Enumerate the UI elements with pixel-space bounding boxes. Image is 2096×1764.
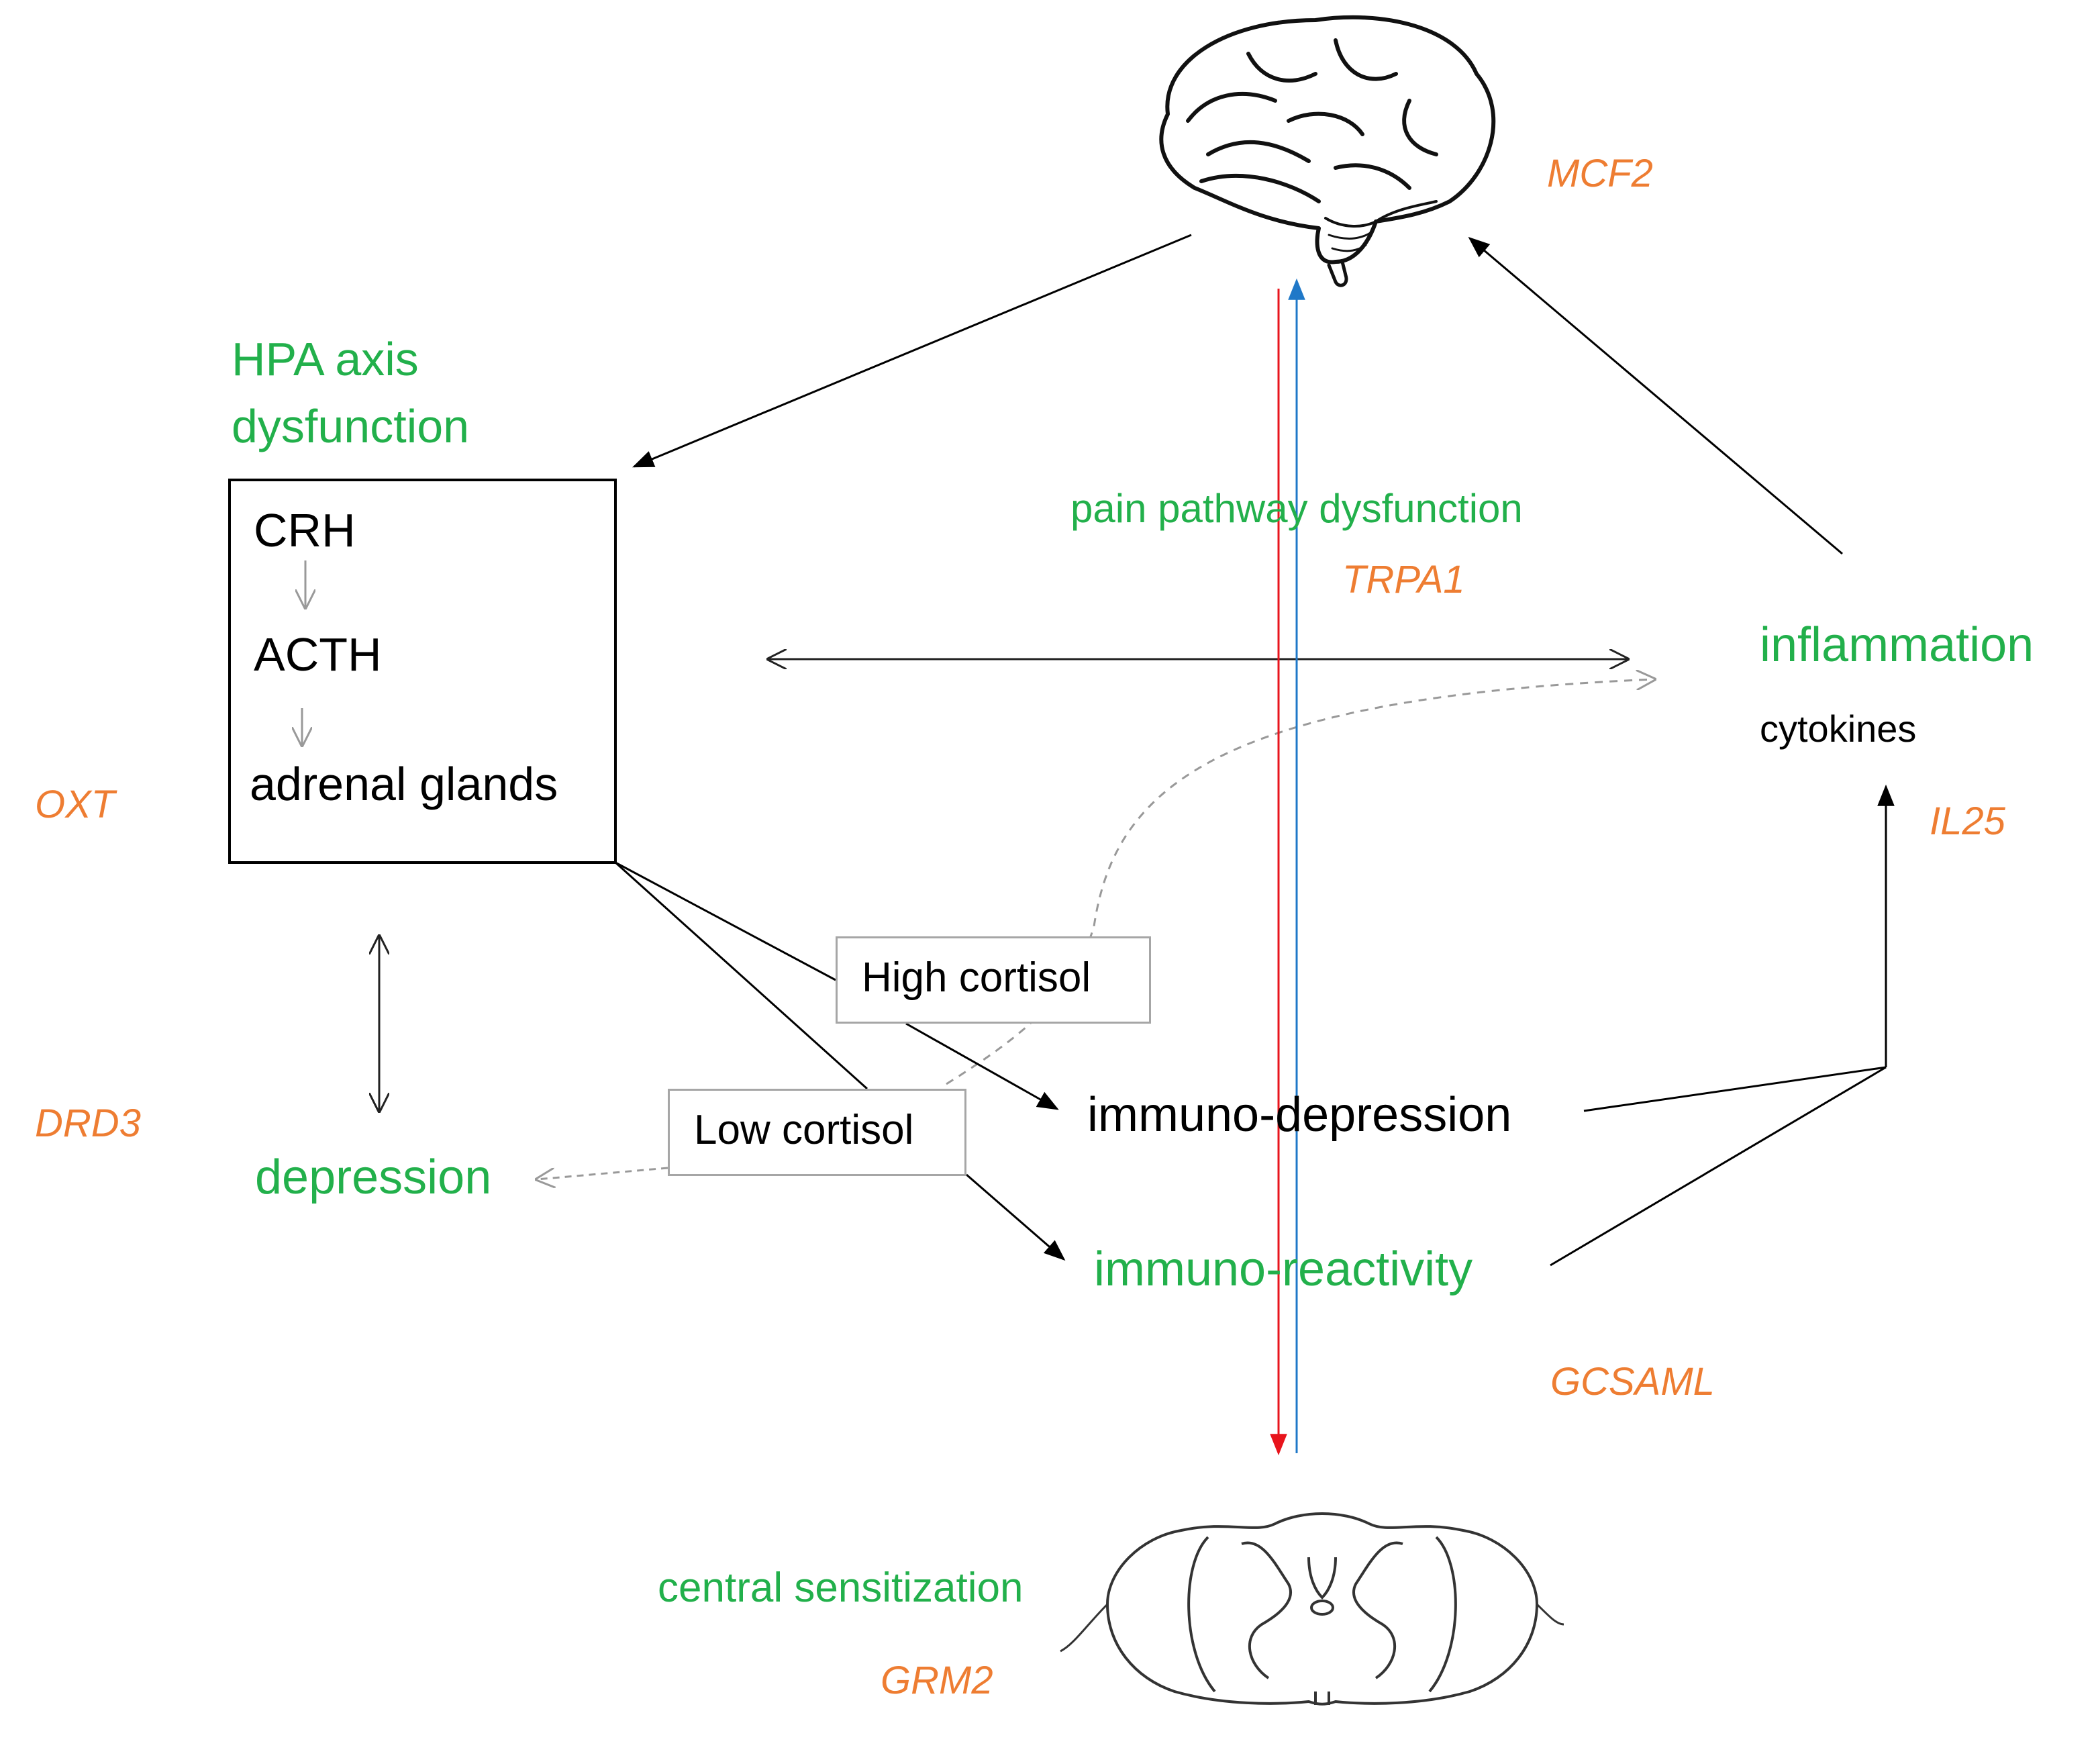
cytokines-label: cytokines bbox=[1760, 707, 1917, 750]
central-sensitization-label: central sensitization bbox=[658, 1565, 1024, 1611]
depression-label: depression bbox=[255, 1150, 492, 1204]
low-cortisol-to-depression-dashed-arrow bbox=[537, 1167, 668, 1179]
adrenal-glands-label: adrenal glands bbox=[250, 758, 558, 810]
pain-pathway-dysfunction-label: pain pathway dysfunction bbox=[1070, 486, 1523, 531]
box-to-low-cortisol-line bbox=[614, 861, 868, 1090]
high-cortisol-to-immuno-depression-arrow bbox=[905, 1022, 1059, 1110]
hpa-dysfunction-label: dysfunction bbox=[232, 400, 470, 452]
brain-to-hpa-arrow bbox=[632, 234, 1192, 468]
gene-gcsaml: GCSAML bbox=[1550, 1360, 1715, 1404]
low-cortisol-to-immuno-reactivity-arrow bbox=[966, 1173, 1066, 1261]
gene-grm2: GRM2 bbox=[881, 1659, 993, 1702]
immuno-depression-to-junction-line bbox=[1583, 1066, 1887, 1112]
immuno-reactivity-label: immuno-reactivity bbox=[1094, 1242, 1473, 1296]
gene-mcf2: MCF2 bbox=[1547, 152, 1653, 195]
gene-trpa1: TRPA1 bbox=[1342, 558, 1465, 601]
high-cortisol-box: High cortisol bbox=[836, 936, 1151, 1024]
immuno-depression-label: immuno-depression bbox=[1087, 1088, 1512, 1142]
immuno-reactivity-to-junction-line bbox=[1550, 1066, 1887, 1267]
hpa-axis-label: HPA axis bbox=[232, 333, 419, 385]
gene-drd3: DRD3 bbox=[35, 1101, 141, 1145]
brain-icon bbox=[1159, 15, 1496, 287]
gene-oxt: OXT bbox=[35, 783, 115, 826]
box-to-high-cortisol-line bbox=[615, 861, 836, 981]
gene-il25: IL25 bbox=[1930, 799, 2005, 843]
hpa-box bbox=[228, 479, 617, 864]
inflammation-to-brain-arrow bbox=[1468, 236, 1843, 555]
low-cortisol-box: Low cortisol bbox=[668, 1089, 966, 1176]
spinal-cord-cross-section-icon bbox=[1060, 1512, 1564, 1706]
acth-label: ACTH bbox=[254, 628, 382, 681]
crh-label: CRH bbox=[254, 504, 356, 556]
inflammation-label: inflammation bbox=[1760, 618, 2034, 672]
